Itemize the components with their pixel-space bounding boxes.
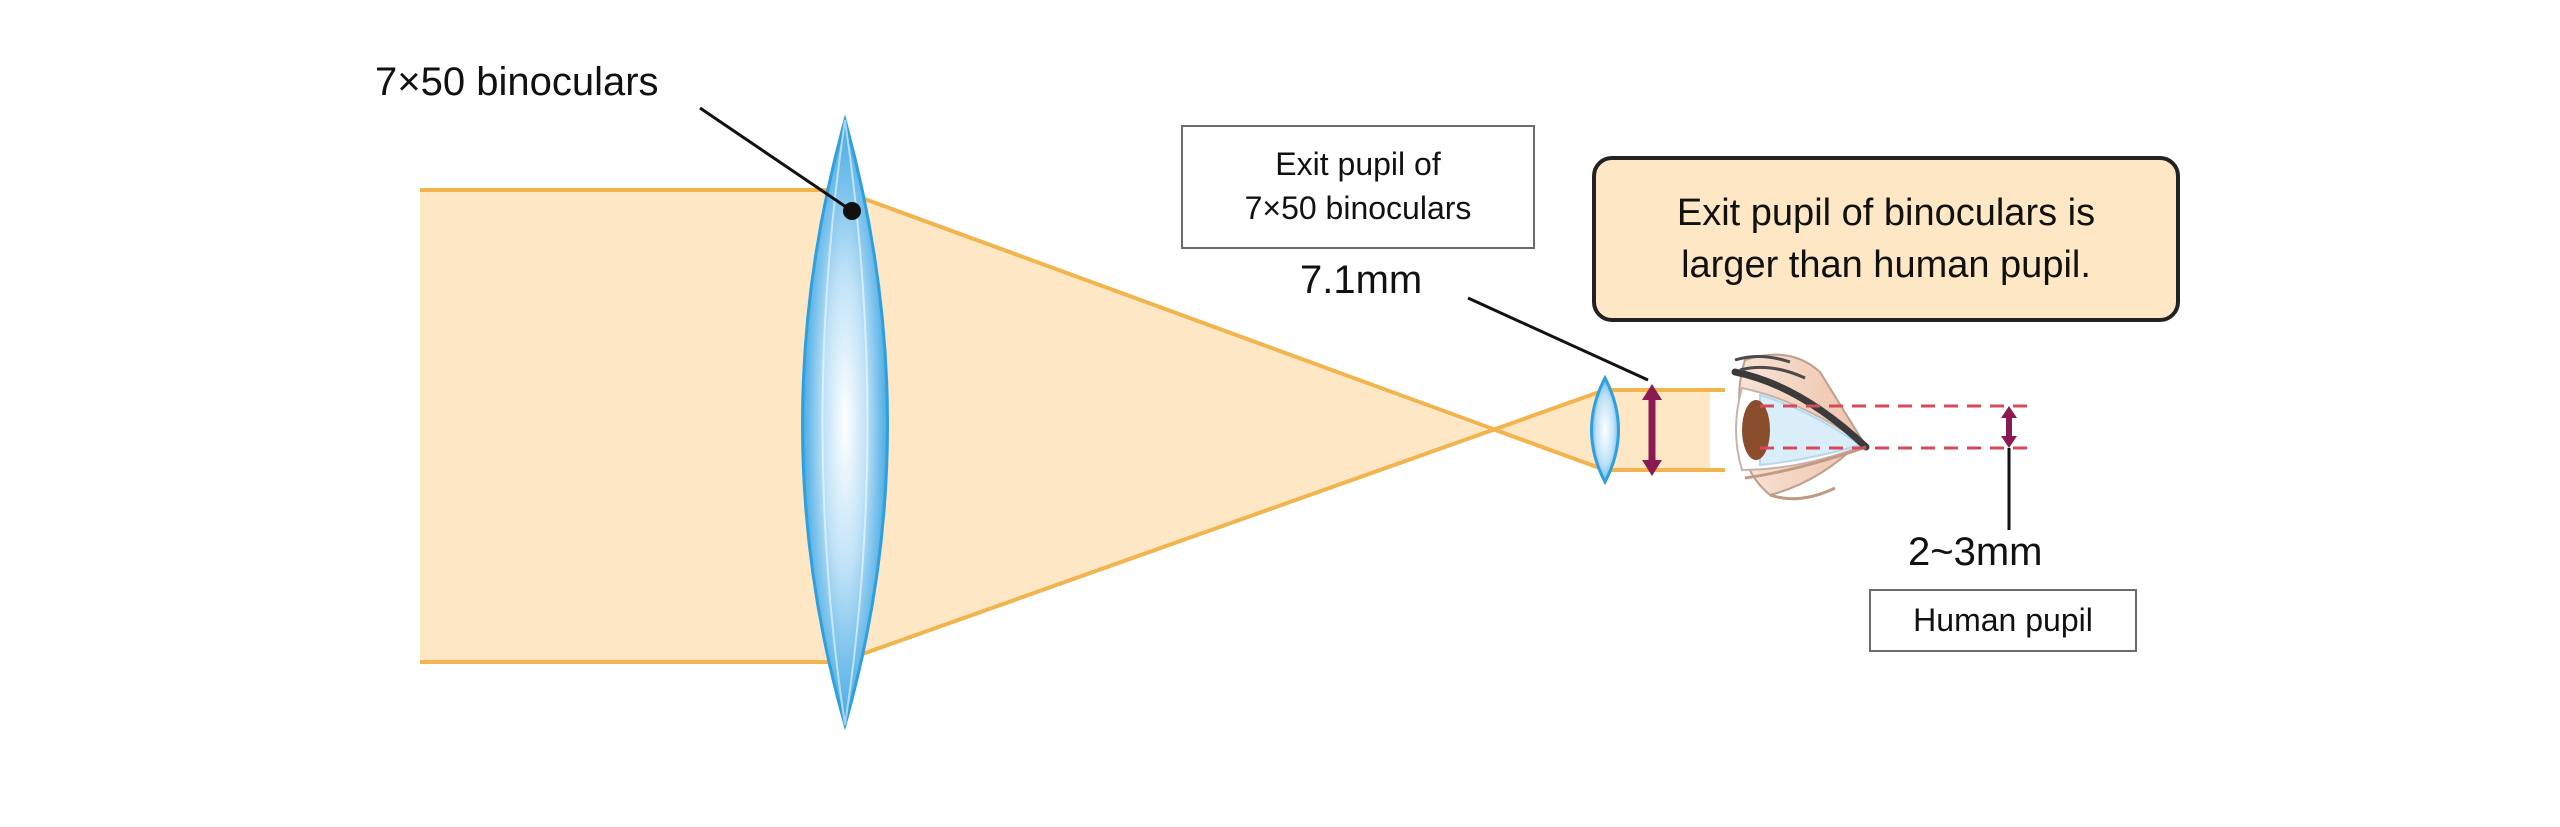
exit-pupil-box-line-1: Exit pupil of xyxy=(1275,146,1441,182)
exit-pupil-box-text: Exit pupil of 7×50 binoculars xyxy=(1182,142,1534,230)
exit-pupil-arrow xyxy=(1642,384,1662,476)
callout-line-2: larger than human pupil. xyxy=(1681,244,2091,286)
light-cone xyxy=(840,190,1710,662)
objective-lens-rim xyxy=(821,119,869,726)
eye-upper-lid xyxy=(1731,368,1870,451)
callout-line-1: Exit pupil of binoculars is xyxy=(1676,192,2096,234)
callout-text: Exit pupil of binoculars is larger than … xyxy=(1594,187,2178,291)
eye-lower-lid xyxy=(1744,445,1867,480)
eyepiece-lens xyxy=(1590,374,1620,486)
human-pupil-arrow xyxy=(2001,406,2017,448)
eye-iris xyxy=(1742,400,1770,460)
eye-cheek xyxy=(1769,486,1836,501)
exit-pupil-leader xyxy=(1467,296,1649,382)
human-pupil-box-text: Human pupil xyxy=(1913,602,2093,638)
objective-leader xyxy=(699,106,853,213)
callout-box-frame xyxy=(1592,156,2180,322)
leader-lines xyxy=(699,106,2011,530)
eye-lashes xyxy=(1734,355,1806,380)
beam-edges xyxy=(420,188,1725,664)
human-pupil-size-label: 2~3mm xyxy=(1908,530,2043,574)
exit-pupil-size-label: 7.1mm xyxy=(1300,258,1423,302)
incoming-light-beam xyxy=(420,190,840,662)
eye-illustration xyxy=(1731,353,1870,501)
objective-leader-dot xyxy=(843,202,861,220)
exit-pupil-box-frame xyxy=(1181,125,1535,249)
human-pupil-box-frame xyxy=(1869,589,2137,652)
exit-pupil-box-line-2: 7×50 binoculars xyxy=(1244,190,1472,226)
objective-label: 7×50 binoculars xyxy=(375,60,659,104)
